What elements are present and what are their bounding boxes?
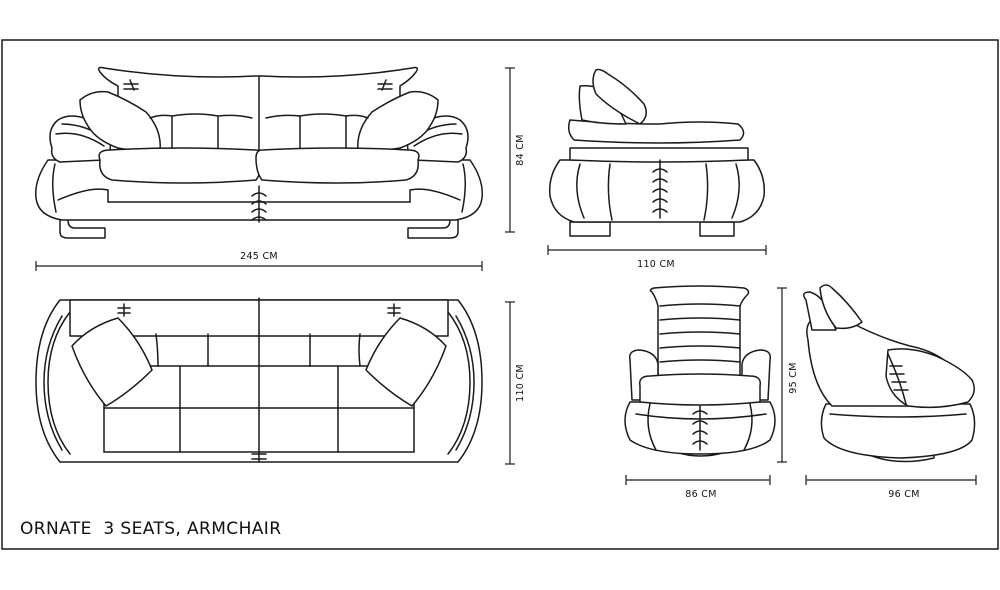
label-sofa-front-width: 245 CM — [240, 251, 278, 262]
sheet-frame — [1, 39, 999, 550]
label-sofa-front-height: 84 CM — [515, 134, 526, 165]
label-armchair-front-height: 95 CM — [788, 362, 799, 393]
armchair-front-view — [624, 285, 776, 457]
dimension-armchair-front-height: 95 CM — [777, 287, 799, 463]
dimension-sofa-front-height: 84 CM — [505, 67, 526, 233]
armchair-side-view — [803, 284, 976, 463]
drawing-title: ORNATE 3 SEATS, ARMCHAIR — [20, 519, 281, 539]
dimension-sofa-top-depth: 110 CM — [505, 301, 526, 465]
dimension-sofa-side-depth: 110 CM — [547, 245, 767, 270]
sofa-top-view — [35, 297, 483, 463]
label-sofa-top-depth: 110 CM — [515, 364, 526, 402]
sofa-side-view — [548, 68, 766, 237]
dimension-armchair-side-depth: 96 CM — [805, 475, 977, 500]
label-armchair-front-width: 86 CM — [685, 489, 716, 500]
sofa-front-view — [35, 66, 483, 239]
dimension-armchair-front-width: 86 CM — [625, 475, 771, 500]
dimension-sofa-front-width: 245 CM — [35, 251, 483, 271]
label-armchair-side-depth: 96 CM — [888, 489, 919, 500]
label-sofa-side-depth: 110 CM — [637, 259, 675, 270]
